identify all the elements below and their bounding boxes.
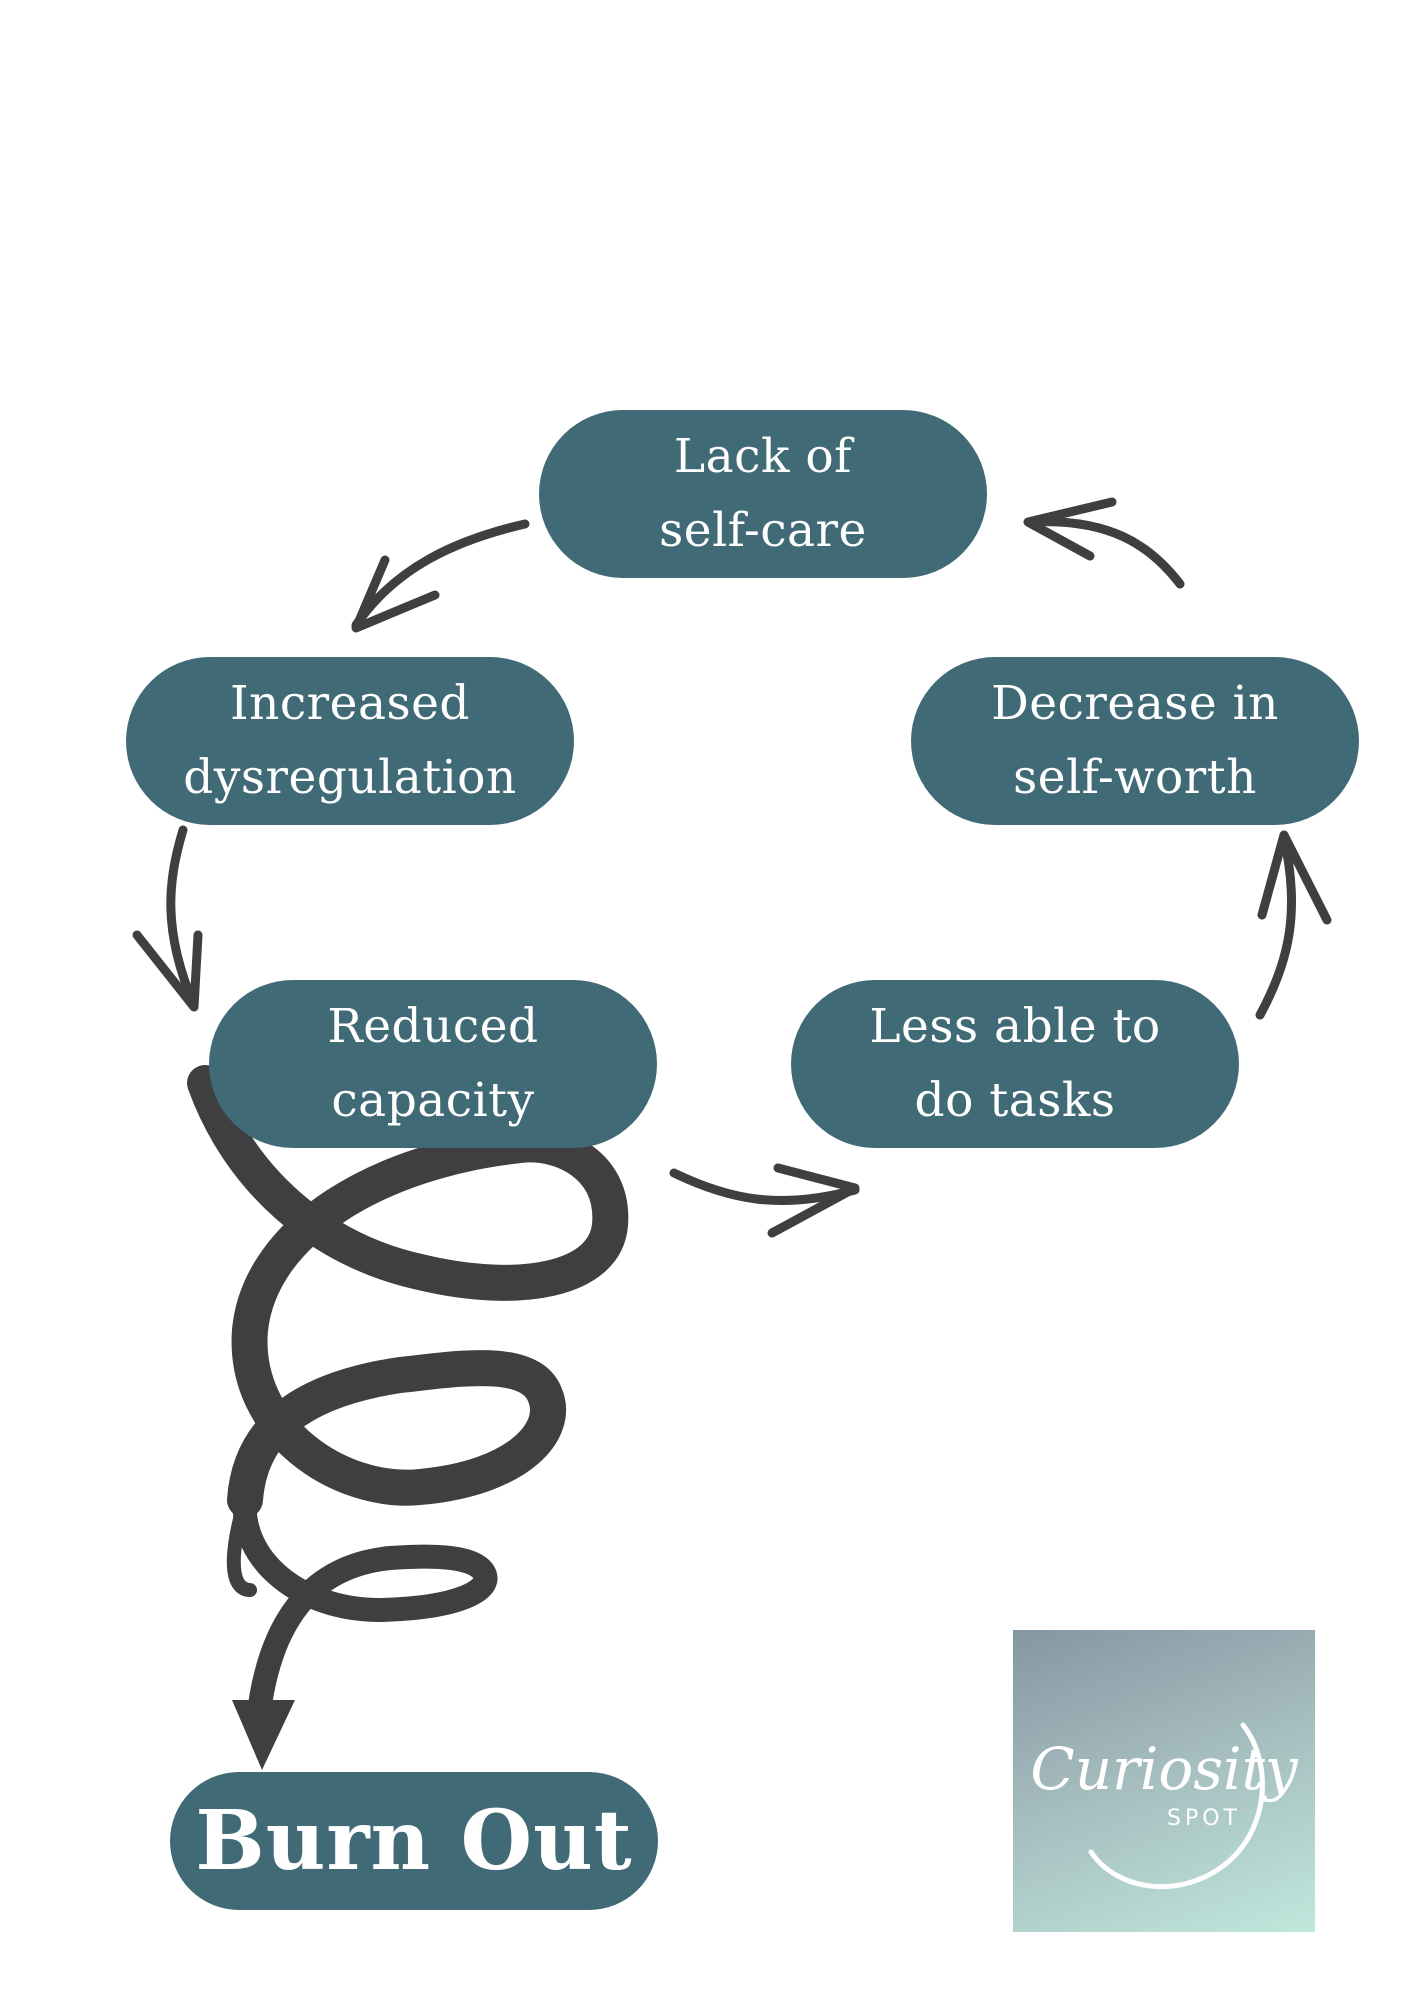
node-label: Lack of self-care	[659, 429, 867, 558]
node-label: Burn Out	[195, 1793, 633, 1889]
node-reduced-capacity: Reduced capacity	[209, 980, 657, 1148]
node-label: Decrease in self-worth	[991, 676, 1279, 805]
arrow-increased-to-reduced	[166, 825, 199, 1010]
arrowhead-increased-to-reduced	[132, 930, 203, 1012]
logo-wordmark: Curiosity	[1030, 1735, 1298, 1803]
arrowhead-reduced-to-less	[767, 1163, 860, 1238]
arrow-decrease-to-lack	[1025, 517, 1185, 589]
arrow-less-to-decrease	[1255, 833, 1296, 1020]
node-decrease-in-self-worth: Decrease in self-worth	[911, 657, 1359, 825]
arrow-lack-to-increased	[351, 519, 530, 630]
logo-subtitle: SPOT	[1167, 1806, 1241, 1831]
arrow-reduced-to-less	[669, 1168, 860, 1206]
node-label: Less able to do tasks	[869, 999, 1161, 1128]
node-lack-of-self-care: Lack of self-care	[539, 410, 987, 578]
node-burn-out: Burn Out	[170, 1772, 658, 1910]
node-increased-dysregulation: Increased dysregulation	[126, 657, 574, 825]
arrowhead-less-to-decrease	[1257, 830, 1332, 925]
arrowhead-lack-to-increased	[351, 555, 440, 633]
node-less-able-to-do-tasks: Less able to do tasks	[791, 980, 1239, 1148]
spiral-arrowhead	[232, 1700, 295, 1770]
arrowhead-decrease-to-lack	[1023, 497, 1117, 561]
spiral-arrow	[187, 1065, 629, 1732]
node-label: Increased dysregulation	[183, 676, 517, 805]
node-label: Reduced capacity	[327, 999, 539, 1128]
logo-circle-icon	[1088, 1722, 1265, 1890]
curiosity-spot-logo: Curiosity SPOT	[1013, 1630, 1315, 1932]
